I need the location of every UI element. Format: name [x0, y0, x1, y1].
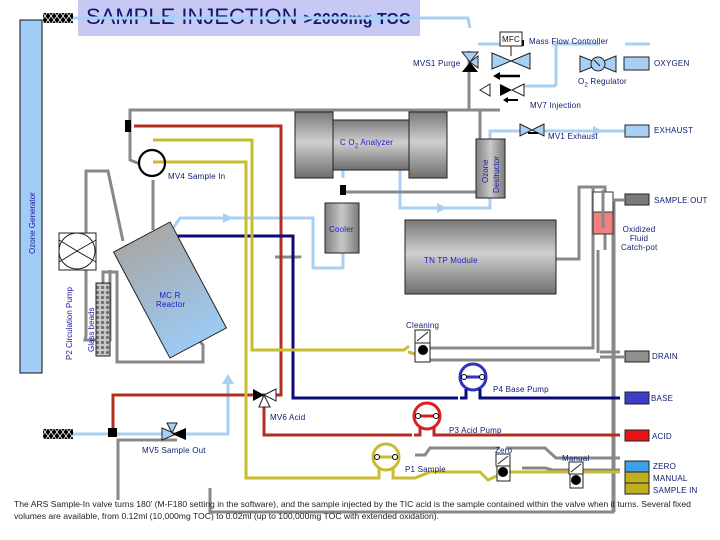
- p4-base-pump-label: P4 Base Pump: [493, 385, 549, 394]
- mv6-acid-valve[interactable]: [253, 389, 264, 401]
- mv1-exhaust-label: MV1 Exhaust: [548, 132, 598, 141]
- oxygen-label: OXYGEN: [654, 59, 690, 68]
- sample-out-label: SAMPLE OUT: [654, 196, 708, 205]
- base-label: BASE: [651, 394, 674, 403]
- co2-analyzer-left-cap: [294, 111, 334, 179]
- drain-port: [624, 350, 650, 363]
- zero-valve-label: Zero: [495, 446, 513, 455]
- cooler-connector: [340, 185, 346, 195]
- mv1-exhaust-valve[interactable]: [519, 123, 534, 137]
- mfc-label: MFC: [502, 35, 520, 44]
- oxygen-lines: [73, 16, 650, 436]
- glass-beads: [95, 282, 111, 357]
- ozone-generator-label: Ozone Generator: [28, 192, 37, 254]
- mv5-sample-out-label: MV5 Sample Out: [142, 446, 206, 455]
- mfc-valve: [491, 52, 513, 70]
- exhaust-label: EXHAUST: [654, 126, 694, 135]
- mv6-acid-label: MV6 Acid: [270, 413, 306, 422]
- mv4-sample-in-valve[interactable]: [137, 148, 167, 178]
- cleaning-label: Cleaning: [406, 321, 440, 330]
- mv7-check-valve: [479, 83, 491, 97]
- glass-beads-label: Glass beads: [87, 307, 96, 352]
- mvs1-purge-valve[interactable]: [460, 51, 480, 63]
- connector: [108, 428, 117, 437]
- acid-port: [624, 429, 650, 442]
- ozone-destructor: [475, 138, 506, 199]
- top-mesh-filter: [43, 13, 73, 23]
- bottom-mesh-filter: [43, 429, 73, 439]
- sample-in-port: [624, 482, 650, 495]
- sample-in-label: SAMPLE IN: [653, 486, 698, 495]
- tntp-module: [404, 219, 557, 295]
- mcr-reactor: [112, 221, 228, 359]
- ozone-generator: [19, 19, 43, 374]
- mv4-sample-in-label: MV4 Sample In: [168, 172, 226, 181]
- mvs1-purge-label: MVS1 Purge: [413, 59, 461, 68]
- mv5-sample-out-valve[interactable]: [161, 427, 178, 441]
- connector: [125, 120, 131, 132]
- mass-flow-controller-label: Mass Flow Controller: [529, 37, 609, 46]
- exhaust-port: [624, 124, 650, 138]
- tntp-module-label: TN TP Module: [424, 256, 478, 265]
- oxygen-port: [623, 56, 650, 71]
- ozone-destructor-label-2: Destructor: [492, 156, 501, 193]
- o2-regulator-label: O2 Regulator: [578, 77, 627, 89]
- manual-port: [624, 471, 650, 484]
- mv7-injection-label: MV7 Injection: [530, 101, 582, 110]
- sample-out-port: [624, 193, 650, 206]
- zero-port: [624, 460, 650, 473]
- base-port: [624, 391, 650, 405]
- co2-analyzer-right-cap: [408, 111, 448, 179]
- oxygen-arrows: [165, 12, 603, 384]
- drain-label: DRAIN: [652, 352, 678, 361]
- p3-acid-pump-label: P3 Acid Pump: [449, 426, 502, 435]
- acid-label: ACID: [652, 432, 672, 441]
- mv7-injection-valve[interactable]: [500, 84, 512, 96]
- o2-regulator: [579, 55, 602, 73]
- p2-circulation-pump-label: P2 Circulation Pump: [65, 287, 74, 360]
- p1-sample-label: P1 Sample: [405, 465, 446, 474]
- zero-label: ZERO: [653, 462, 677, 471]
- co2-analyzer-label: C O2 Analyzer: [340, 138, 394, 150]
- cooler-label: Cooler: [329, 225, 354, 234]
- caption: The ARS Sample-In valve turns 180' (M-F1…: [14, 499, 691, 521]
- manual-label: MANUAL: [653, 474, 688, 483]
- manual-valve-label: Manual: [562, 454, 590, 463]
- cooler: [324, 202, 360, 254]
- ozone-destructor-label-1: Ozone: [481, 159, 490, 183]
